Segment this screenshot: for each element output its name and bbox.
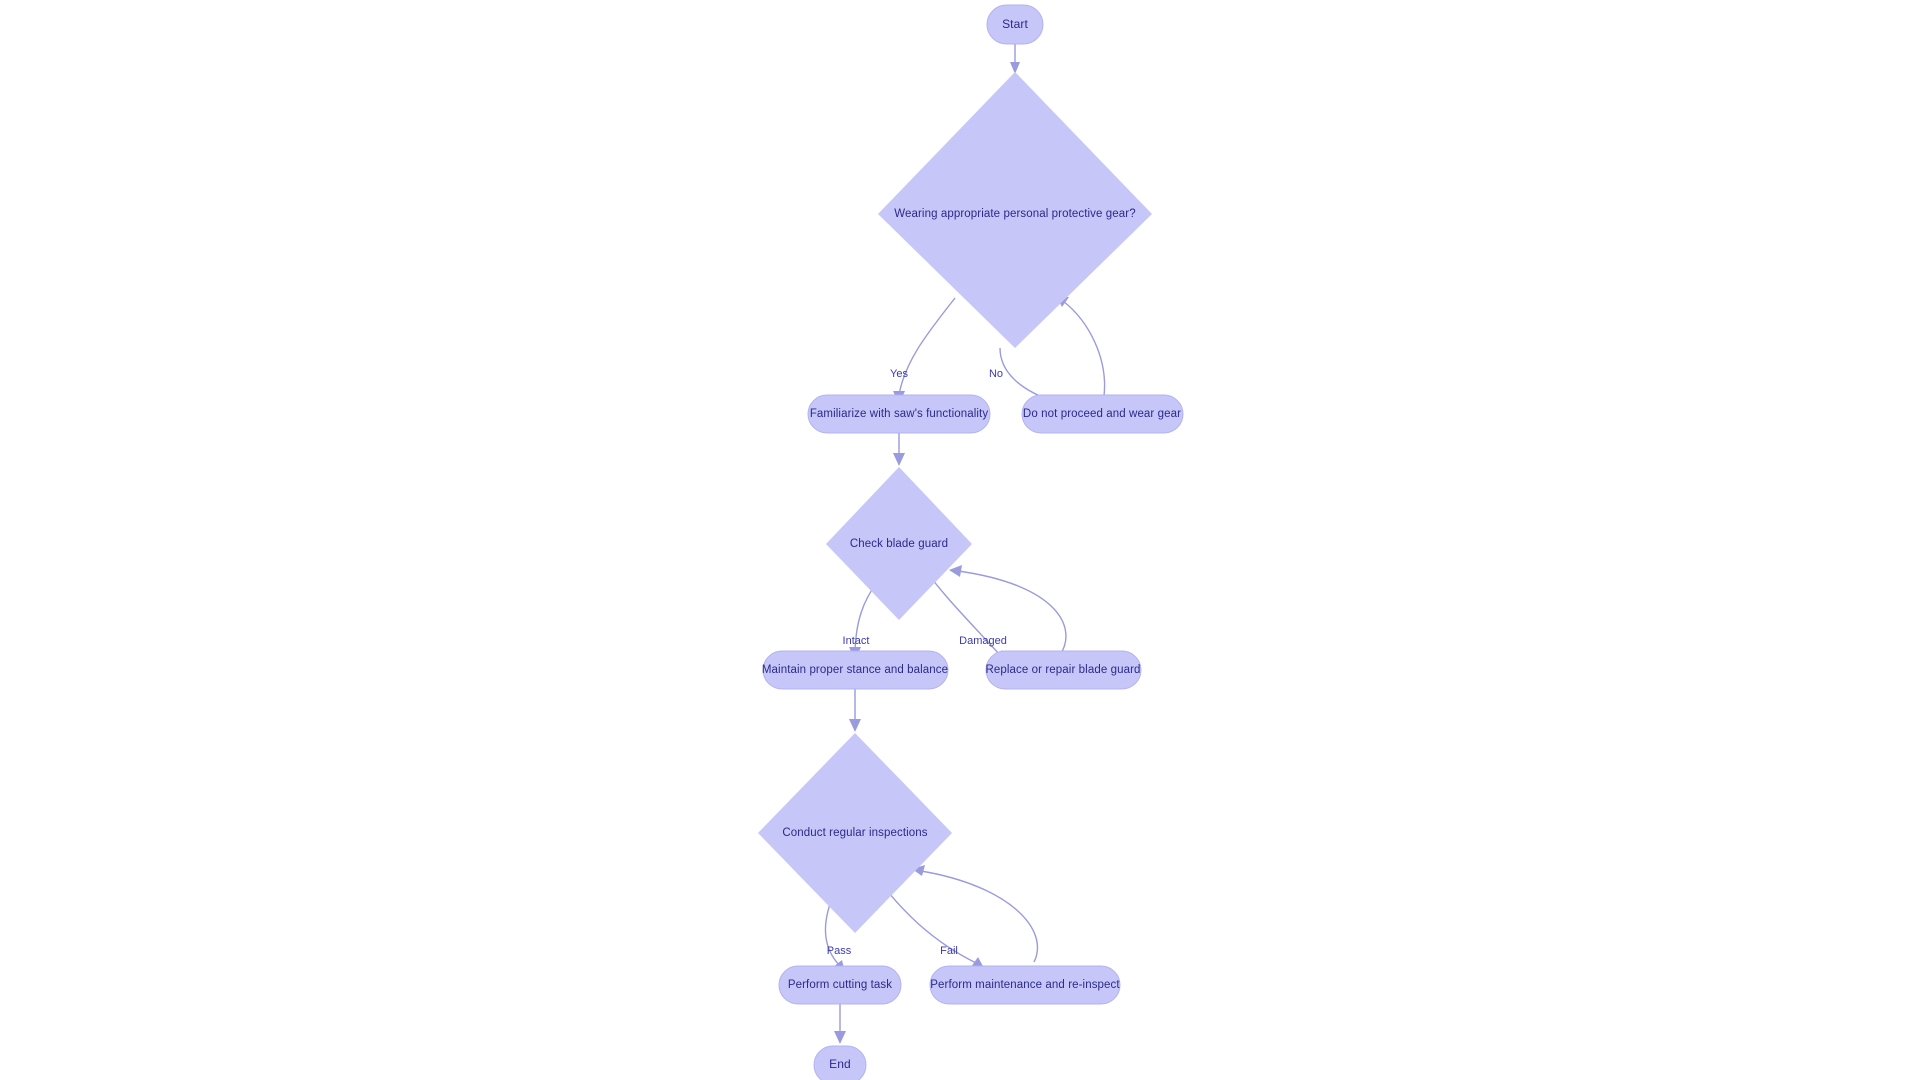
edge-label-no: No xyxy=(989,368,1003,380)
edge-familiarize-to-guard xyxy=(893,432,905,466)
edge-noproceed-to-ppe-return xyxy=(1056,296,1106,397)
edge-cutting-to-end xyxy=(834,1003,846,1044)
edge-replace-to-guard-return xyxy=(949,565,1067,656)
node-stance[interactable]: Maintain proper stance and balance xyxy=(762,650,949,690)
node-decision-guard[interactable]: Check blade guard xyxy=(826,467,972,620)
edge-start-to-ppe xyxy=(1010,44,1020,74)
node-decision-inspect[interactable]: Conduct regular inspections xyxy=(758,733,952,933)
edge-guard-to-stance-intact xyxy=(849,583,877,660)
edge-stance-to-inspect xyxy=(849,688,861,732)
node-end[interactable]: End xyxy=(813,1045,867,1080)
node-maintenance[interactable]: Perform maintenance and re-inspect xyxy=(929,965,1121,1005)
edge-maintenance-to-inspect-return xyxy=(912,865,1039,963)
node-cutting[interactable]: Perform cutting task xyxy=(778,965,902,1005)
node-replace-guard[interactable]: Replace or repair blade guard xyxy=(985,650,1142,690)
node-familiarize[interactable]: Familiarize with saw's functionality xyxy=(807,394,991,434)
edge-ppe-to-familiarize-yes xyxy=(893,297,956,404)
node-decision-ppe[interactable]: Wearing appropriate personal protective … xyxy=(878,72,1152,348)
edge-inspect-to-maintenance-fail xyxy=(879,881,984,968)
node-start[interactable]: Start xyxy=(986,4,1044,45)
edge-guard-to-replace-damaged xyxy=(923,567,1007,661)
node-no-proceed[interactable]: Do not proceed and wear gear xyxy=(1021,394,1184,434)
